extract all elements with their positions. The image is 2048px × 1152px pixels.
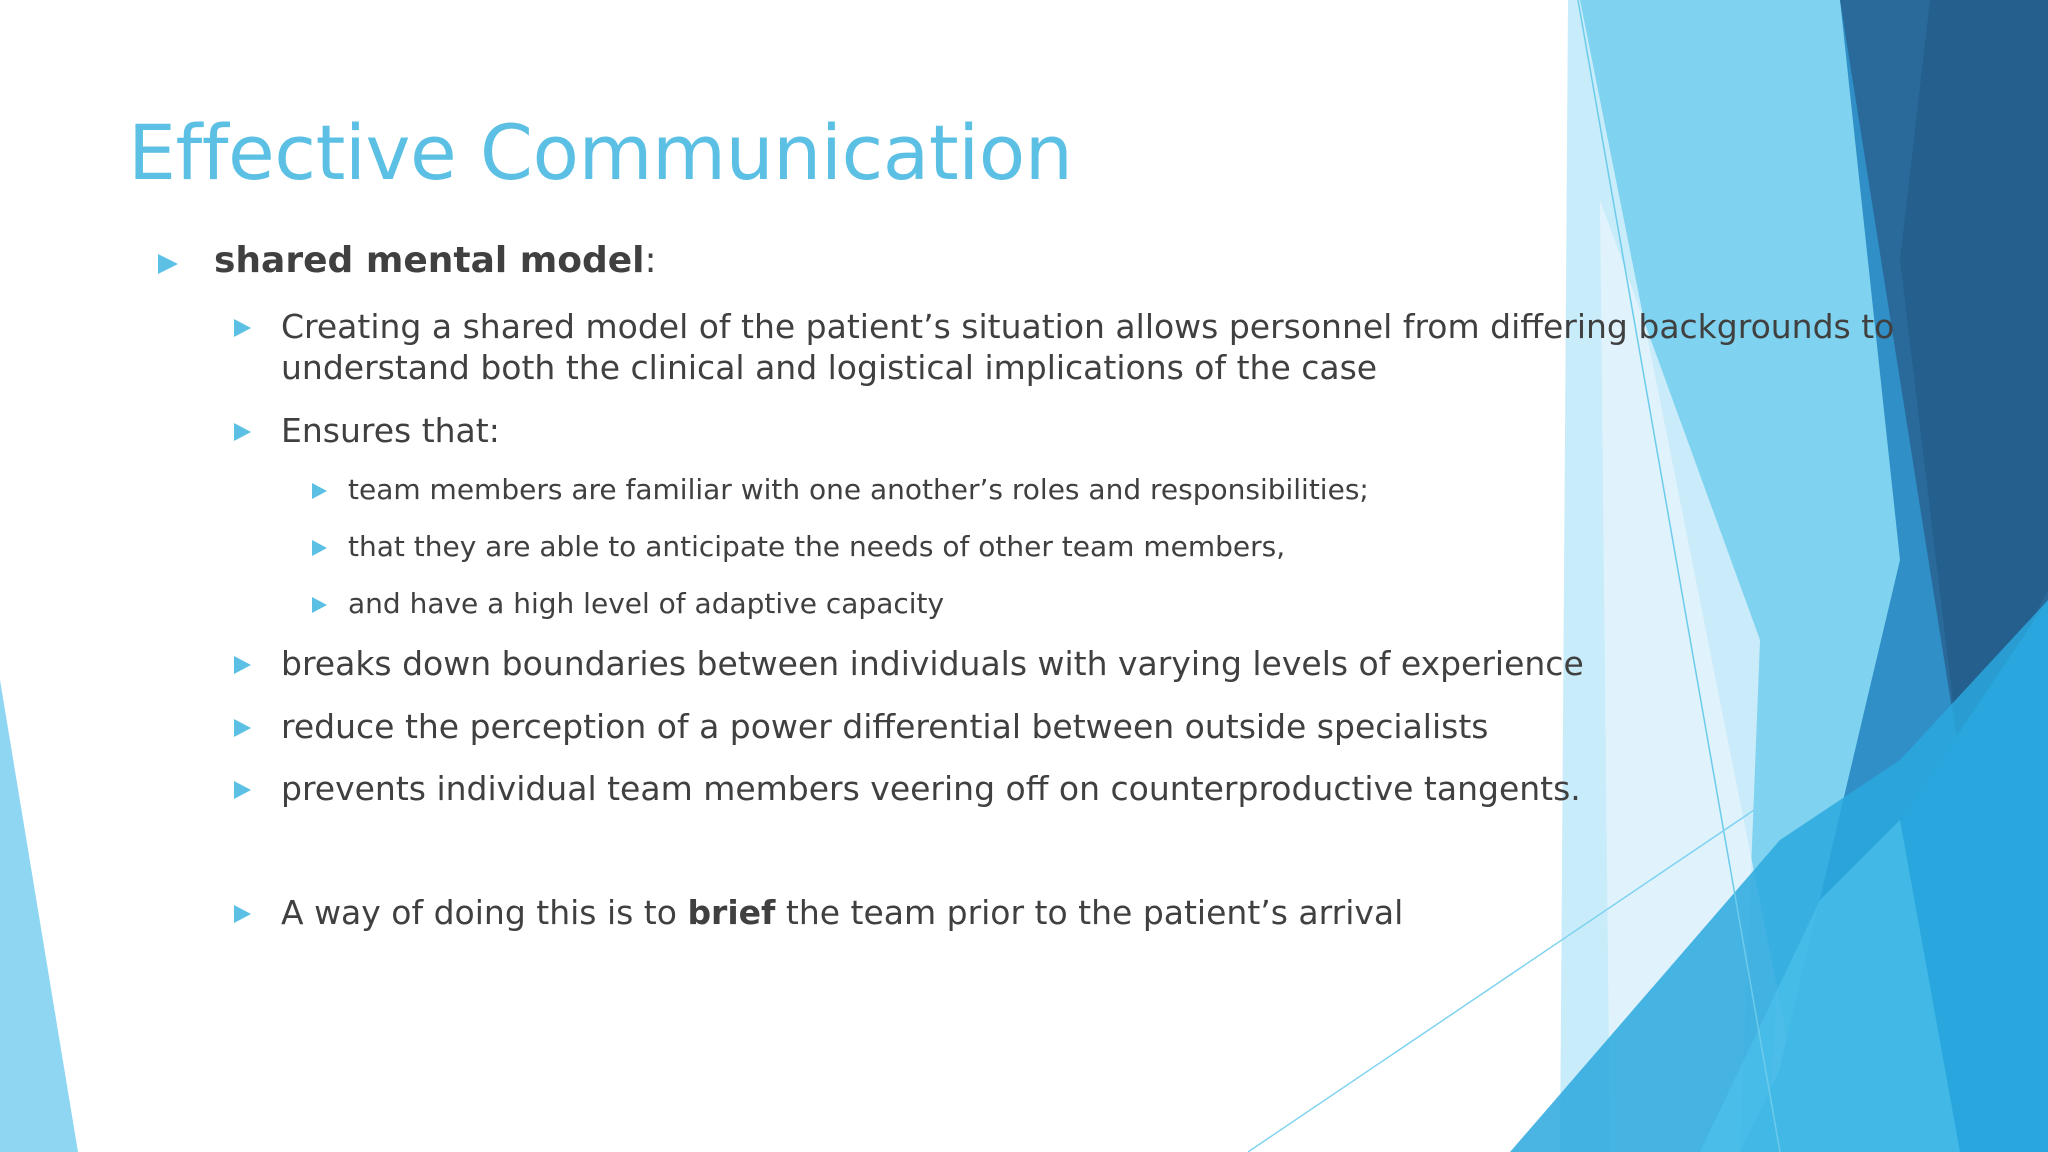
bullet-text: reduce the perception of a power differe… xyxy=(281,707,1489,746)
bullet-text: team members are familiar with one anoth… xyxy=(348,473,1369,506)
bullet-text-line2: understand both the clinical and logisti… xyxy=(281,348,1378,387)
bullet-text: breaks down boundaries between individua… xyxy=(281,644,1584,683)
bullet-arrow-icon xyxy=(234,319,251,337)
bullet-text: and have a high level of adaptive capaci… xyxy=(348,587,945,620)
bullet-text: Ensures that: xyxy=(281,411,500,450)
bullet-arrow-icon xyxy=(234,781,251,799)
bullet-arrow-icon xyxy=(158,254,178,274)
bullet-text-before: A way of doing this is to xyxy=(281,893,688,932)
bullet-bold-text: brief xyxy=(687,893,776,932)
bullet-bold-text: shared mental model xyxy=(214,240,645,281)
bullet-text-line1: Creating a shared model of the patient’s… xyxy=(281,307,1895,346)
bullet-arrow-icon xyxy=(312,540,327,556)
bullet-arrow-icon xyxy=(234,423,251,441)
slide-title: Effective Communication xyxy=(128,108,1073,197)
right-shape-navy xyxy=(1900,0,2048,760)
left-accent-shape xyxy=(0,680,78,1152)
bullet-text: that they are able to anticipate the nee… xyxy=(348,530,1286,563)
bullet-arrow-icon xyxy=(234,905,251,923)
bullet-text: : xyxy=(644,240,657,281)
bullet-arrow-icon xyxy=(312,483,327,499)
bullet-arrow-icon xyxy=(312,597,327,613)
bullet-text: prevents individual team members veering… xyxy=(281,769,1581,808)
bullet-text-after: the team prior to the patient’s arrival xyxy=(775,893,1404,932)
bullet-arrow-icon xyxy=(234,656,251,674)
thin-line-1 xyxy=(1577,0,1781,1152)
thin-line-2 xyxy=(1247,751,1841,1152)
bullet-arrow-icon xyxy=(234,719,251,737)
